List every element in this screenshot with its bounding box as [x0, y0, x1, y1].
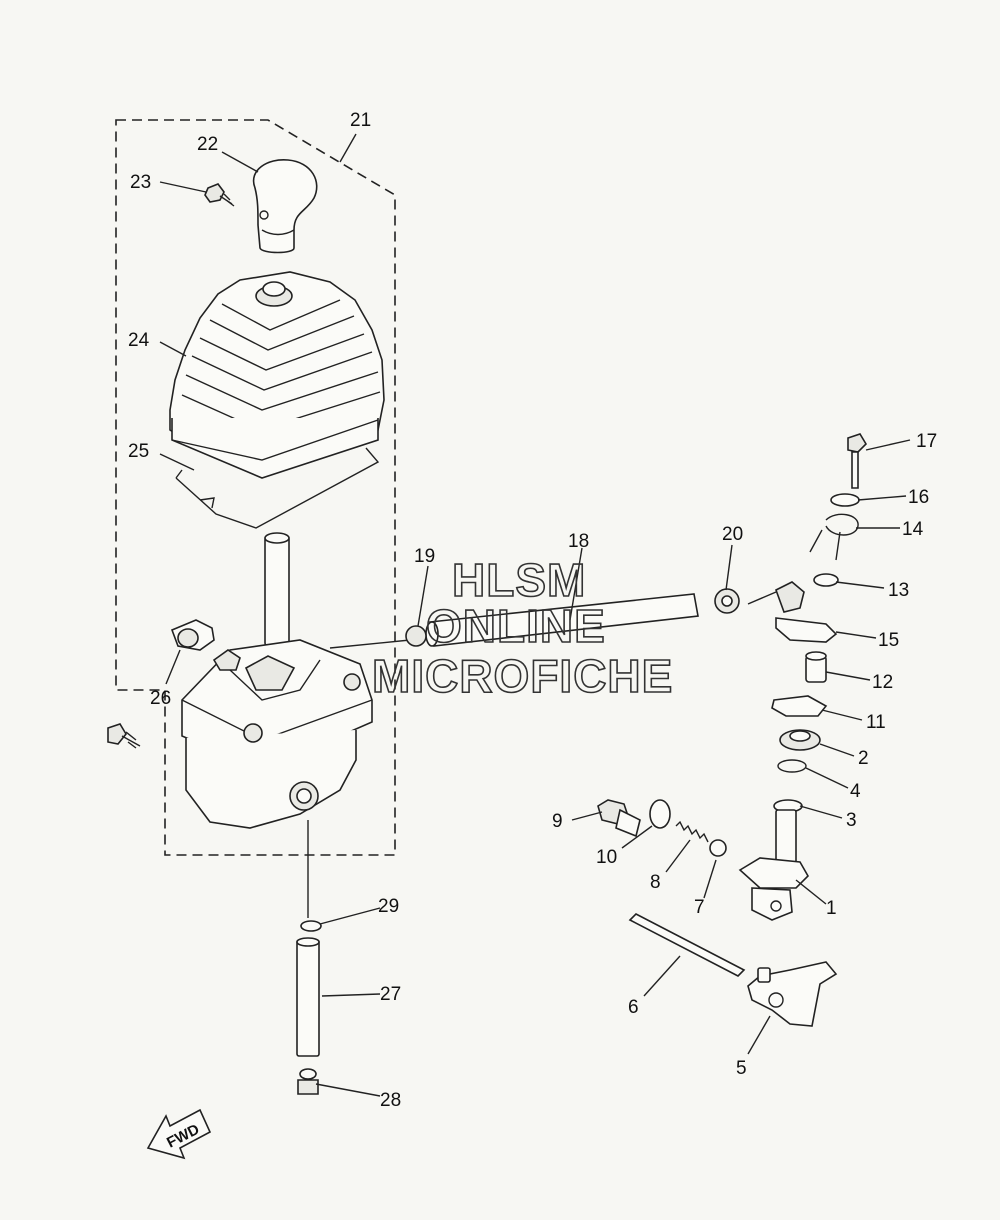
part-14-spring	[809, 513, 859, 561]
part-19-nut	[405, 625, 427, 647]
watermark: HLSM ONLINE MICROFICHE	[371, 553, 673, 703]
part-18-rod	[425, 593, 699, 647]
shift-lever-rod	[264, 532, 290, 647]
leader-lines	[159, 133, 911, 1097]
housing-bolt	[107, 723, 141, 749]
callout-7: 7	[694, 897, 705, 918]
callout-13: 13	[888, 580, 909, 601]
fwd-arrow: FWD	[146, 1108, 212, 1160]
part-4-circlip	[777, 759, 807, 773]
part-9-plug	[597, 799, 641, 838]
part-10-gasket	[649, 799, 671, 829]
callout-5: 5	[736, 1058, 747, 1079]
callout-16: 16	[908, 487, 929, 508]
callout-29: 29	[378, 896, 399, 917]
callout-14: 14	[902, 519, 924, 540]
part-7-ball	[709, 839, 727, 857]
callout-11: 11	[866, 712, 886, 733]
part-8-spring	[675, 820, 709, 843]
part-27-pin	[296, 937, 320, 1057]
callout-4: 4	[850, 781, 861, 802]
callout-15: 15	[878, 630, 899, 651]
callout-27: 27	[380, 984, 401, 1005]
callout-20: 20	[722, 524, 743, 545]
callout-6: 6	[628, 997, 639, 1018]
callout-18: 18	[568, 531, 589, 552]
callout-24: 24	[128, 330, 150, 351]
callout-19: 19	[414, 546, 435, 567]
callout-10: 10	[596, 847, 617, 868]
part-11-plate	[771, 695, 828, 717]
callout-17: 17	[916, 431, 937, 452]
callout-26: 26	[150, 688, 171, 709]
part-13-washer	[813, 573, 839, 587]
part-29-clip	[300, 920, 322, 932]
watermark-line-2: ONLINE	[426, 600, 606, 652]
callout-25: 25	[128, 441, 149, 462]
part-22-knob	[252, 159, 318, 254]
callout-3: 3	[846, 810, 857, 831]
part-26-bushing	[170, 619, 215, 651]
part-12-collar	[805, 651, 827, 683]
callout-1: 1	[826, 898, 837, 919]
part-6-rod	[628, 913, 746, 977]
callout-21: 21	[350, 110, 371, 131]
watermark-line-3: MICROFICHE	[372, 650, 673, 702]
part-20-nut	[714, 588, 740, 614]
part-17-bolt	[847, 433, 868, 489]
shift-housing	[181, 639, 373, 829]
assembly-boundary	[115, 119, 396, 856]
part-1-shift-shaft	[738, 809, 809, 921]
watermark-line-1: HLSM	[452, 554, 586, 606]
part-5-shift-fork	[747, 961, 838, 1027]
part-28-cap	[297, 1068, 319, 1095]
part-23-screw	[204, 183, 235, 207]
callout-28: 28	[380, 1090, 401, 1111]
callout-22: 22	[197, 134, 218, 155]
part-15-lever	[775, 617, 838, 643]
part-24-boot	[169, 271, 385, 479]
callout-2: 2	[858, 748, 869, 769]
ball-joint	[747, 581, 805, 613]
callout-8: 8	[650, 872, 661, 893]
part-16-washer	[830, 493, 860, 507]
part-2-bushing	[779, 729, 821, 751]
callout-12: 12	[872, 672, 893, 693]
part-25-wire-clip	[175, 447, 380, 529]
callouts: 21 22 23 24 25 26 29 27 28 19 18 20 17 1…	[128, 110, 937, 1111]
callout-23: 23	[130, 172, 151, 193]
callout-9: 9	[552, 811, 563, 832]
